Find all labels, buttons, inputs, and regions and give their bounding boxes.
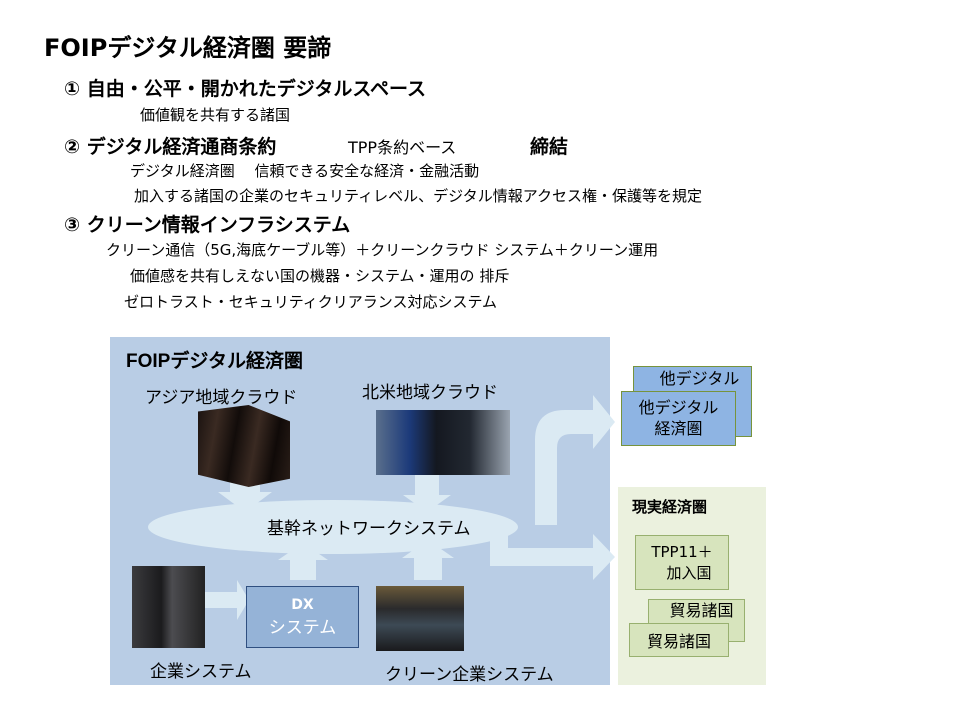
clean-enterprise-image [376,586,464,651]
other-economy-label-1: 他デジタル [638,397,719,417]
item-2-heading: ② デジタル経済通商条約 [64,136,277,158]
enterprise-label: 企業システム [150,662,252,682]
trade-back-label: 貿易諸国 [669,601,734,620]
arrow-to-other [535,395,615,525]
item-2-tail: 締結 [530,136,569,158]
dx-label: DX [291,596,314,613]
other-economy-box: 他デジタル 経済圏 [621,391,736,446]
item-3-heading: ③ クリーン情報インフラシステム [64,214,351,236]
backbone-label: 基幹ネットワークシステム [267,519,471,539]
other-economy-label-2: 経済圏 [654,418,703,438]
tpp-label-1: TPP11＋ [651,542,713,561]
arrow-asia-down [218,480,272,512]
clean-enterprise-label: クリーン企業システム [385,665,554,685]
tpp-label-2: 加入国 [666,563,712,582]
item-1-heading: ① 自由・公平・開かれたデジタルスペース [64,78,427,100]
item-2-line: デジタル経済圏 信頼できる安全な経済・金融活動 [130,162,480,180]
arrow-enterprise-right [205,580,249,620]
dx-system-label: システム [268,617,337,638]
na-datacenter-image [376,410,510,475]
dx-system-box: DX システム [246,586,359,648]
page-title: FOIPデジタル経済圏 要諦 [44,34,332,62]
item-3-line: 価値感を共有しえない国の機器・システム・運用の 排斥 [130,267,510,285]
tpp-box: TPP11＋ 加入国 [635,535,729,590]
item-3-line: ゼロトラスト・セキュリティクリアランス対応システム [124,293,498,311]
asia-cloud-label: アジア地域クラウド [145,388,298,408]
item-1-line: 価値観を共有する諸国 [140,106,291,124]
other-economy-back-label: 他デジタル [659,369,740,388]
asia-server-image [198,405,290,487]
enterprise-server-image [132,566,205,648]
item-2-sub: TPP条約ベース [348,138,457,157]
item-3-line: クリーン通信（5G,海底ケーブル等）＋クリーンクラウド システム＋クリーン運用 [106,241,659,259]
arrow-na-down [403,475,451,512]
backbone-ellipse [148,500,518,554]
trade-label: 貿易諸国 [646,632,711,651]
real-economy-title: 現実経済圏 [632,498,708,516]
na-cloud-label: 北米地域クラウド [362,383,498,403]
panel-title: FOIPデジタル経済圏 [126,351,303,372]
trade-box: 貿易諸国 [629,623,729,657]
item-2-line: 加入する諸国の企業のセキュリティレベル、デジタル情報アクセス権・保護等を規定 [134,187,703,205]
arrow-to-real [490,530,615,580]
